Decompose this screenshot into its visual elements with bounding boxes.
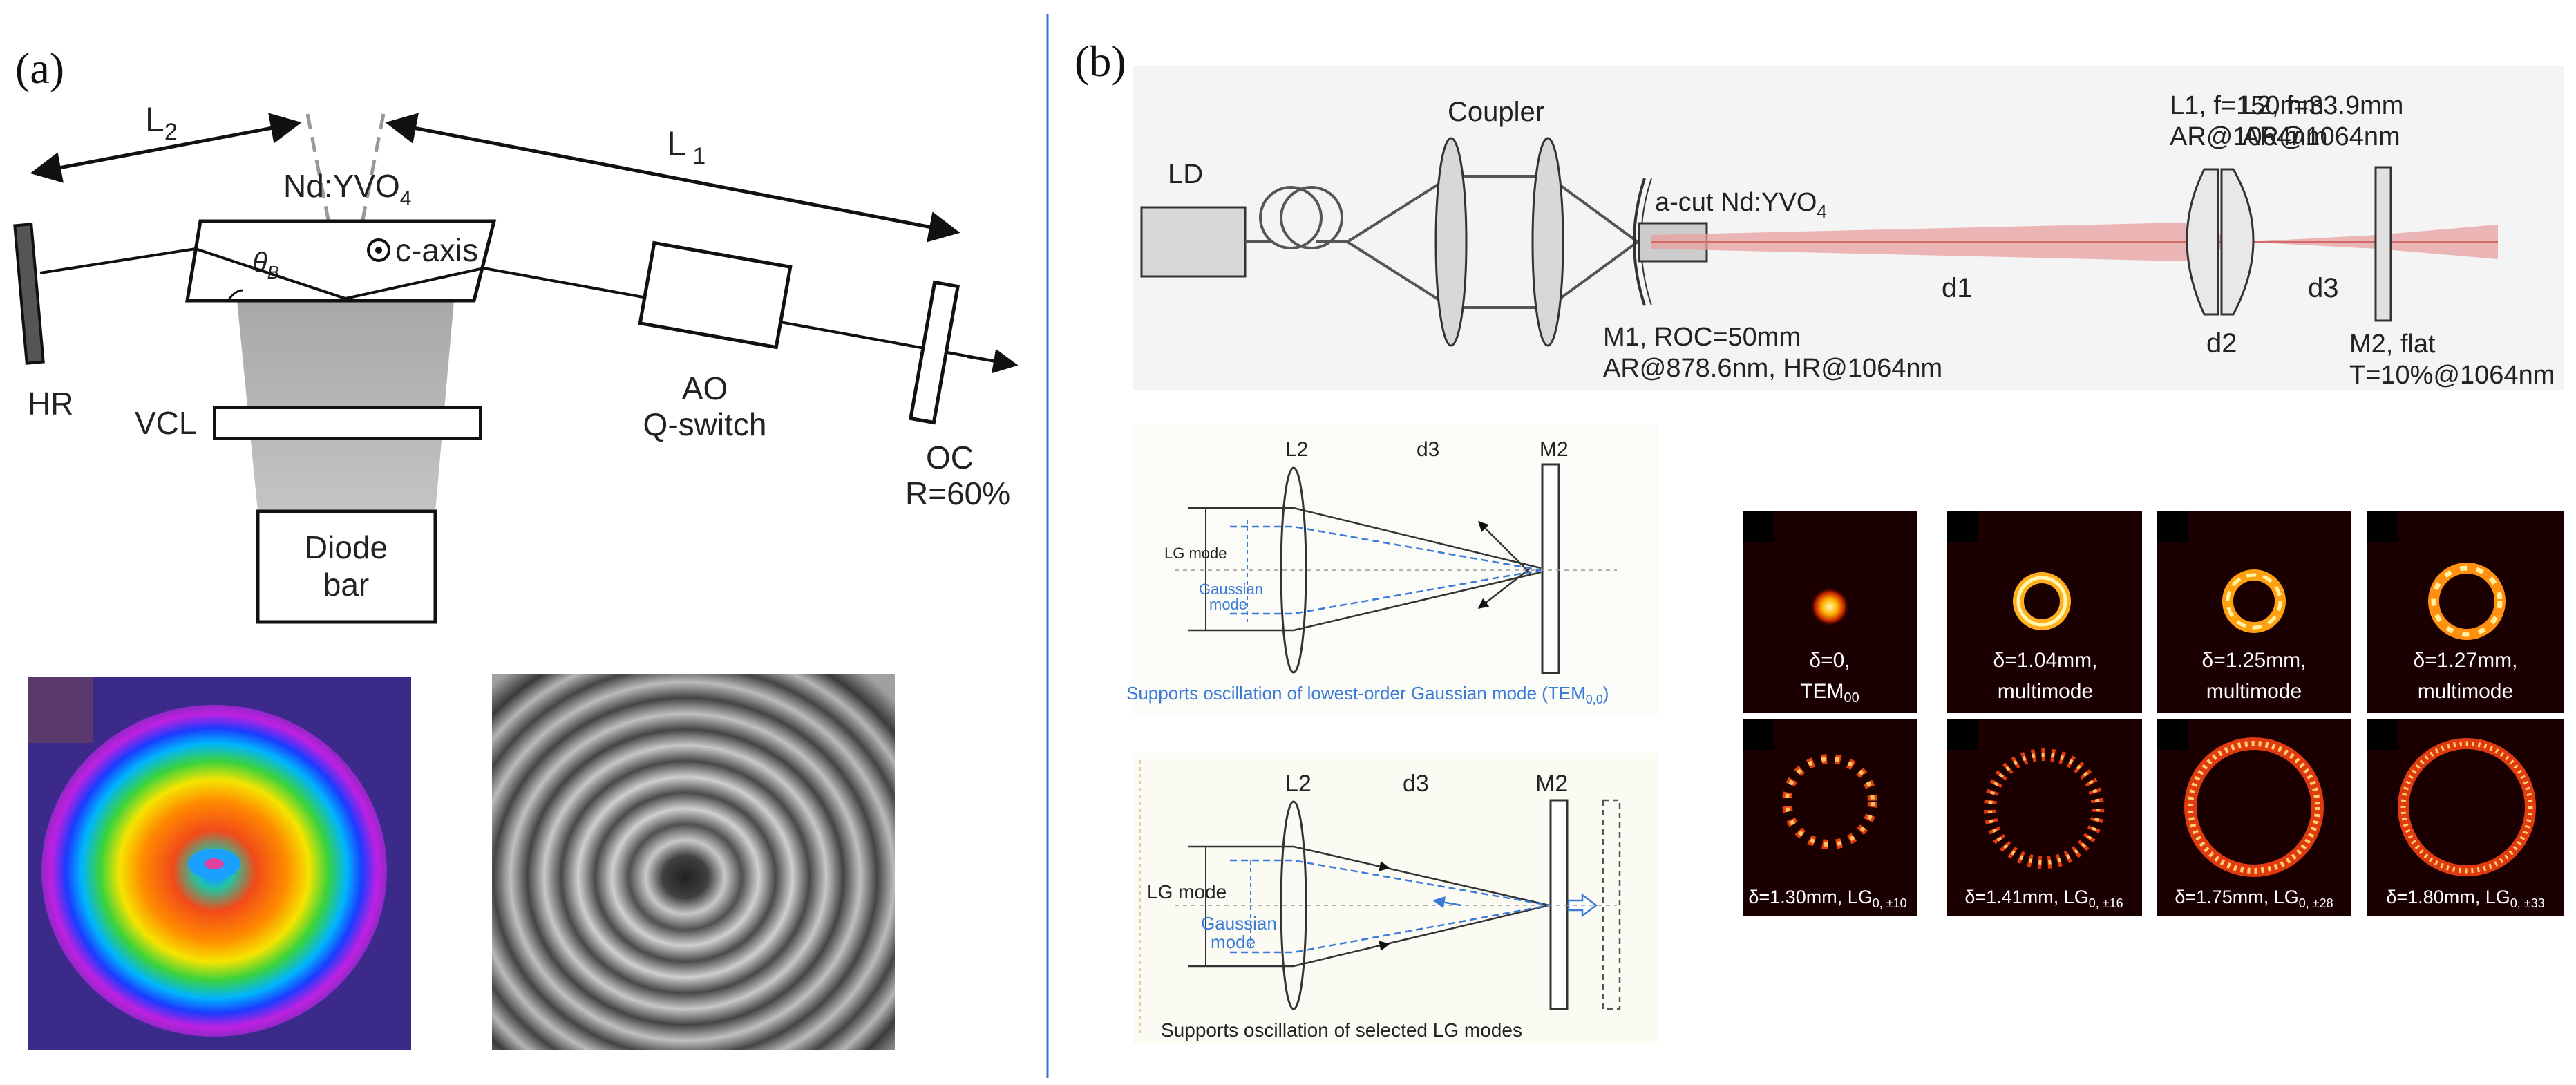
L1-label: L 1 <box>667 124 705 169</box>
inset-bottom-caption: Supports oscillation of selected LG mode… <box>1161 1019 1522 1041</box>
inset-top-gauss: Gaussian <box>1199 581 1263 598</box>
M1-label-1: M1, ROC=50mm <box>1603 323 1801 352</box>
tile-5-label: δ=1.30mm, LG0, ±10 <box>1748 887 1906 910</box>
tile-7-label: δ=1.75mm, LG0, ±28 <box>2175 887 2333 910</box>
diode-label-1: Diode <box>305 529 388 565</box>
L2-label-2: AR@1064nm <box>2242 122 2400 151</box>
d1-label: d1 <box>1942 273 1973 303</box>
d3-label: d3 <box>2308 273 2339 303</box>
beam-tile: δ=1.75mm, LG0, ±28 <box>2157 719 2351 916</box>
beam-tile: δ=0, TEM00 <box>1743 511 1917 713</box>
c-axis-icon <box>367 238 390 262</box>
diode-label-2: bar <box>323 567 369 603</box>
tile-6-label: δ=1.41mm, LG0, ±16 <box>1964 887 2123 910</box>
inset-top-lg: LG mode <box>1164 545 1227 562</box>
tile-3-line2: multimode <box>2206 680 2302 703</box>
inset-top-M2: M2 <box>1540 438 1569 461</box>
L1-label-1: L1, f=150mm <box>2170 91 2324 120</box>
M1-mirror <box>1633 178 1646 306</box>
tile-3-line1: δ=1.25mm, <box>2202 649 2307 672</box>
panel-b: (b) LD Coupler a-cut Nd:YVO4 d1 L1, f=15… <box>1074 37 2564 1044</box>
diode-bar <box>256 509 437 624</box>
L2-lens <box>2220 168 2255 316</box>
tile-1-line2: TEM00 <box>1800 680 1859 706</box>
VCL-element <box>213 406 482 440</box>
beam-tile: δ=1.27mm, multimode <box>2367 511 2564 713</box>
M2-label-2: T=10%@1064nm <box>2349 361 2555 390</box>
c-axis-label: c-axis <box>395 232 478 268</box>
inset-top-lens <box>1280 466 1307 674</box>
L2-arrow <box>30 113 302 183</box>
beam-profile-image <box>28 677 411 1050</box>
inset-gaussian: L2 d3 M2 LG mode Gaussian mode Supports … <box>1126 425 1658 715</box>
L1-lens <box>2186 168 2219 316</box>
d2-label: d2 <box>2206 328 2237 359</box>
inset-bottom-d3: d3 <box>1403 771 1429 797</box>
beam-tile: δ=1.41mm, LG0, ±16 <box>1947 719 2142 916</box>
inset-bottom-mirror-shift <box>1602 799 1621 1010</box>
tile-4-line1: δ=1.27mm, <box>2414 649 2518 672</box>
inset-top-L2: L2 <box>1285 438 1308 461</box>
crystal-b-label: a-cut Nd:YVO4 <box>1655 188 1827 222</box>
coupler-lens-2 <box>1531 137 1564 347</box>
inset-top-d3: d3 <box>1417 438 1439 461</box>
panel-a: (a) L2 L 1 Nd:YVO4 c-axis θB HR VCL <box>13 44 1019 1050</box>
interference-fringe-image <box>492 674 895 1050</box>
crystal-label: Nd:YVO4 <box>283 168 411 210</box>
tile-8-label: δ=1.80mm, LG0, ±33 <box>2386 887 2544 910</box>
OC-mirror <box>908 280 960 425</box>
M2-label-1: M2, flat <box>2349 330 2436 359</box>
tile-4-line2: multimode <box>2418 680 2513 703</box>
LD-label: LD <box>1168 159 1203 189</box>
inset-bottom-L2: L2 <box>1285 771 1311 797</box>
coupler-label: Coupler <box>1448 97 1544 127</box>
L2-label-1: L2, f=33.9mm <box>2242 91 2403 120</box>
LD-box <box>1140 206 1247 278</box>
beam-tile-grid: δ=0, TEM00 δ=1.04mm, multimode δ=1.25mm,… <box>1743 511 2564 916</box>
pump-light <box>237 301 454 511</box>
beam-tile: δ=1.04mm, multimode <box>1947 511 2142 713</box>
inset-top-mode: mode <box>1209 596 1247 613</box>
coupler-lens-1 <box>1434 137 1468 347</box>
inset-bottom-mode: mode <box>1211 932 1256 952</box>
inset-bottom-lg: LG mode <box>1147 881 1227 903</box>
beam-tile: δ=1.25mm, multimode <box>2157 511 2351 713</box>
M2-mirror <box>2374 166 2392 322</box>
OC-label-2: R=60% <box>905 475 1010 511</box>
HR-mirror <box>13 223 45 365</box>
beam-tile: δ=1.30mm, LG0, ±10 <box>1743 719 1917 916</box>
crystal-slab <box>185 219 497 303</box>
beam-tile: δ=1.80mm, LG0, ±33 <box>2367 719 2564 916</box>
inset-bottom-mirror <box>1549 799 1569 1010</box>
M1-label-2: AR@878.6nm, HR@1064nm <box>1603 354 1942 383</box>
HR-label: HR <box>28 386 73 422</box>
L2-label: L2 <box>145 100 178 145</box>
tile-2-line1: δ=1.04mm, <box>1993 649 2098 672</box>
inset-bottom-lens <box>1280 800 1307 1010</box>
VCL-label: VCL <box>135 405 196 441</box>
OC-label-1: OC <box>926 440 974 475</box>
fiber-coil <box>1259 186 1323 249</box>
laser-beam-a <box>39 247 1016 366</box>
tile-2-line2: multimode <box>1998 680 2093 703</box>
L1-arrow <box>385 113 960 243</box>
AO-label-1: AO <box>682 370 728 406</box>
inset-top-caption: Supports oscillation of lowest-order Gau… <box>1126 683 1609 706</box>
panel-b-label: (b) <box>1074 37 1126 86</box>
inset-top-mirror <box>1541 463 1560 674</box>
tile-1-line1: δ=0, <box>1809 649 1850 672</box>
L1-label-2: AR@1064nm <box>2170 122 2328 151</box>
panel-a-label: (a) <box>15 44 64 93</box>
inset-bottom-M2: M2 <box>1535 771 1568 797</box>
AO-qswitch <box>638 240 793 350</box>
AO-label-2: Q-switch <box>643 406 767 442</box>
inset-lg: L2 d3 M2 LG mode Gaussian mode Supports … <box>1133 753 1658 1044</box>
inset-bottom-gauss: Gaussian <box>1201 913 1277 934</box>
